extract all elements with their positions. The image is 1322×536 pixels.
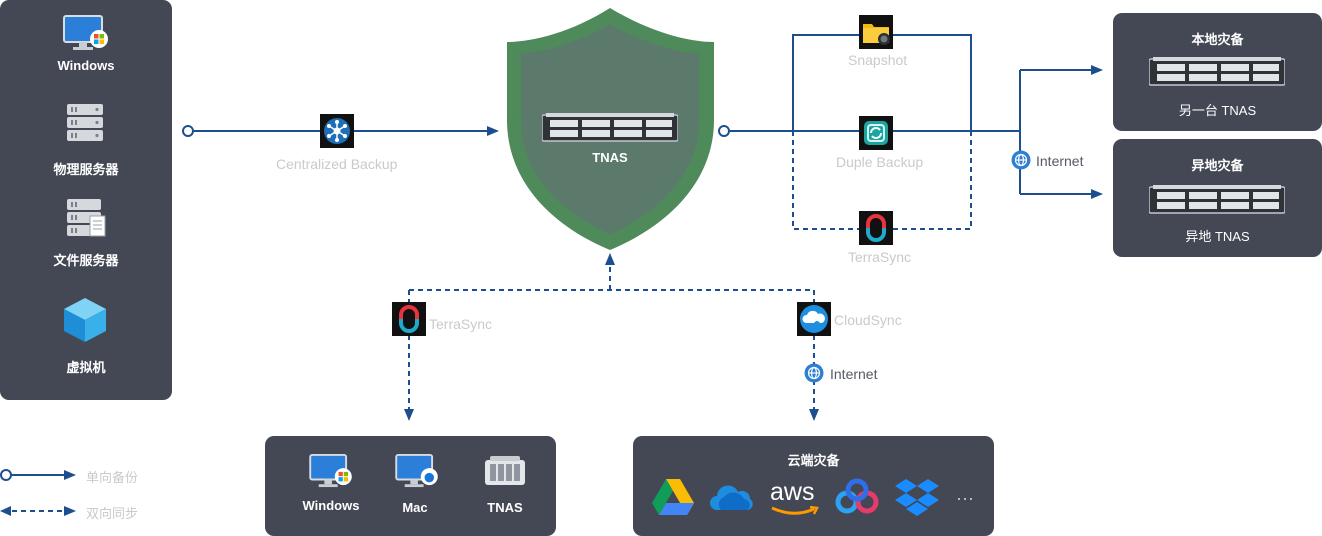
internet-bottom-label: Internet [830, 366, 878, 382]
legend-two-way-label: 双向同步 [86, 506, 139, 521]
snapshot-label: Snapshot [848, 52, 908, 68]
remote-dr-device: 异地 TNAS [1185, 229, 1250, 244]
local-dr-device: 另一台 TNAS [1178, 103, 1257, 118]
tnas-rack-icon [1149, 57, 1285, 86]
legend-lines [0, 469, 76, 516]
remote-dr-title: 异地灾备 [1191, 158, 1244, 173]
file-server-icon [67, 199, 106, 237]
legend-one-way-label: 单向备份 [86, 470, 139, 485]
terrasync-right-label: TerraSync [848, 249, 912, 265]
duple-backup-icon [859, 116, 893, 150]
snapshot-icon [859, 15, 893, 49]
tnas-rack-icon [1149, 185, 1285, 214]
aws-logo: aws [770, 478, 815, 506]
source-vm-label: 虚拟机 [66, 360, 106, 375]
tnas-desktop-icon [485, 456, 525, 485]
cloud-panel: 云端灾备 aws ··· [633, 436, 994, 536]
onedrive-icon [710, 485, 753, 510]
right-backup-lines [718, 34, 1103, 230]
more-providers: ··· [956, 488, 974, 508]
windows-monitor-icon [63, 15, 108, 50]
tnas-rack-icon [542, 113, 678, 142]
client-mac-label: Mac [402, 500, 428, 515]
internet-right-label: Internet [1036, 153, 1084, 169]
cloudsync-icon [797, 302, 831, 336]
terrasync-icon [392, 302, 426, 336]
clients-panel: Windows Mac TNAS [265, 436, 556, 536]
local-dr-panel: 本地灾备 另一台 TNAS [1113, 13, 1322, 131]
duple-backup-label: Duple Backup [836, 154, 924, 170]
centralized-backup-icon [320, 114, 354, 148]
remote-dr-panel: 异地灾备 异地 TNAS [1113, 139, 1322, 257]
bottom-sync-lines [404, 253, 819, 421]
local-dr-title: 本地灾备 [1191, 32, 1244, 47]
windows-monitor-icon [309, 454, 352, 488]
source-physical-label: 物理服务器 [53, 162, 119, 177]
centralized-backup-label: Centralized Backup [276, 156, 398, 172]
physical-server-icon [67, 104, 103, 141]
cloudsync-label: CloudSync [834, 312, 902, 328]
globe-icon [1011, 150, 1031, 170]
source-panel: Windows 物理服务器 文件服务器 虚拟机 [0, 0, 172, 400]
terrasync-icon [859, 211, 893, 245]
aws-smile-icon [771, 506, 819, 515]
cloud-title: 云端灾备 [787, 453, 840, 468]
client-windows-label: Windows [302, 498, 360, 513]
mac-monitor-icon [395, 454, 438, 488]
source-file-label: 文件服务器 [53, 253, 119, 268]
source-windows-label: Windows [57, 58, 115, 73]
client-tnas-label: TNAS [487, 500, 523, 515]
virtual-machine-icon [64, 298, 106, 342]
center-tnas-label: TNAS [592, 150, 628, 165]
baidu-cloud-icon [835, 478, 879, 514]
globe-icon [804, 363, 824, 383]
google-drive-icon [652, 479, 694, 515]
terrasync-bottom-label: TerraSync [429, 316, 493, 332]
dropbox-icon [895, 479, 939, 516]
